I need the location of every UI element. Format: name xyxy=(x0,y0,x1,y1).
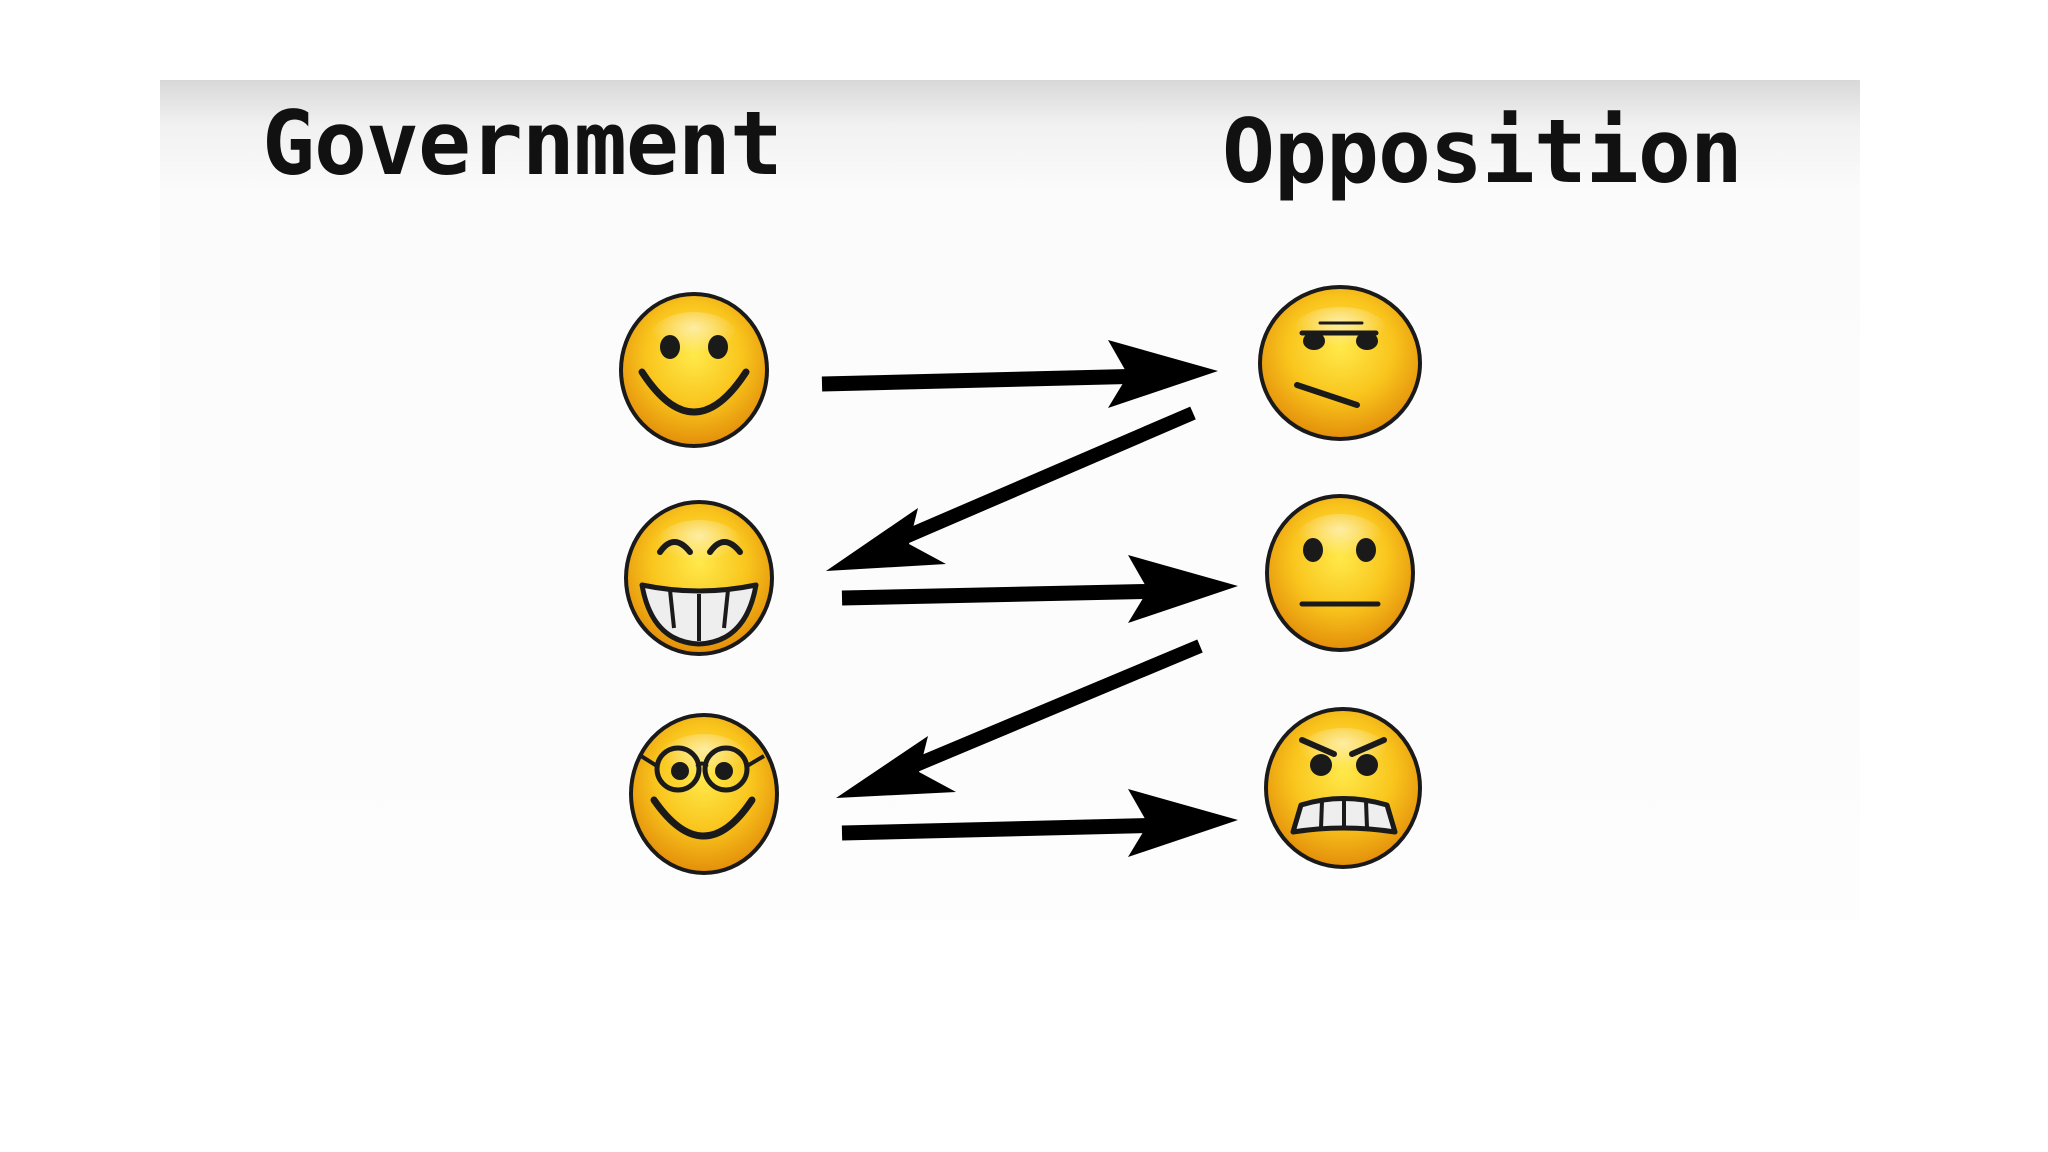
neutral-face-icon xyxy=(1265,494,1415,652)
skeptical-face-icon xyxy=(1258,285,1422,441)
arrow-government-3-to-opposition-3 xyxy=(841,789,1238,857)
arrow-government-2-to-opposition-2 xyxy=(841,555,1238,623)
arrow-government-1-to-opposition-1 xyxy=(821,340,1218,408)
government-heading: Government xyxy=(262,92,783,195)
angry-face-icon xyxy=(1264,707,1422,869)
arrow-opposition-2-to-government-3 xyxy=(836,639,1203,798)
slide-panel xyxy=(160,80,1860,920)
opposition-heading: Opposition xyxy=(1222,100,1743,203)
nerd-face-icon xyxy=(629,713,779,875)
arrow-opposition-1-to-government-2 xyxy=(826,406,1196,571)
grinning-face-icon xyxy=(624,500,774,656)
smiling-face-icon xyxy=(619,292,769,448)
